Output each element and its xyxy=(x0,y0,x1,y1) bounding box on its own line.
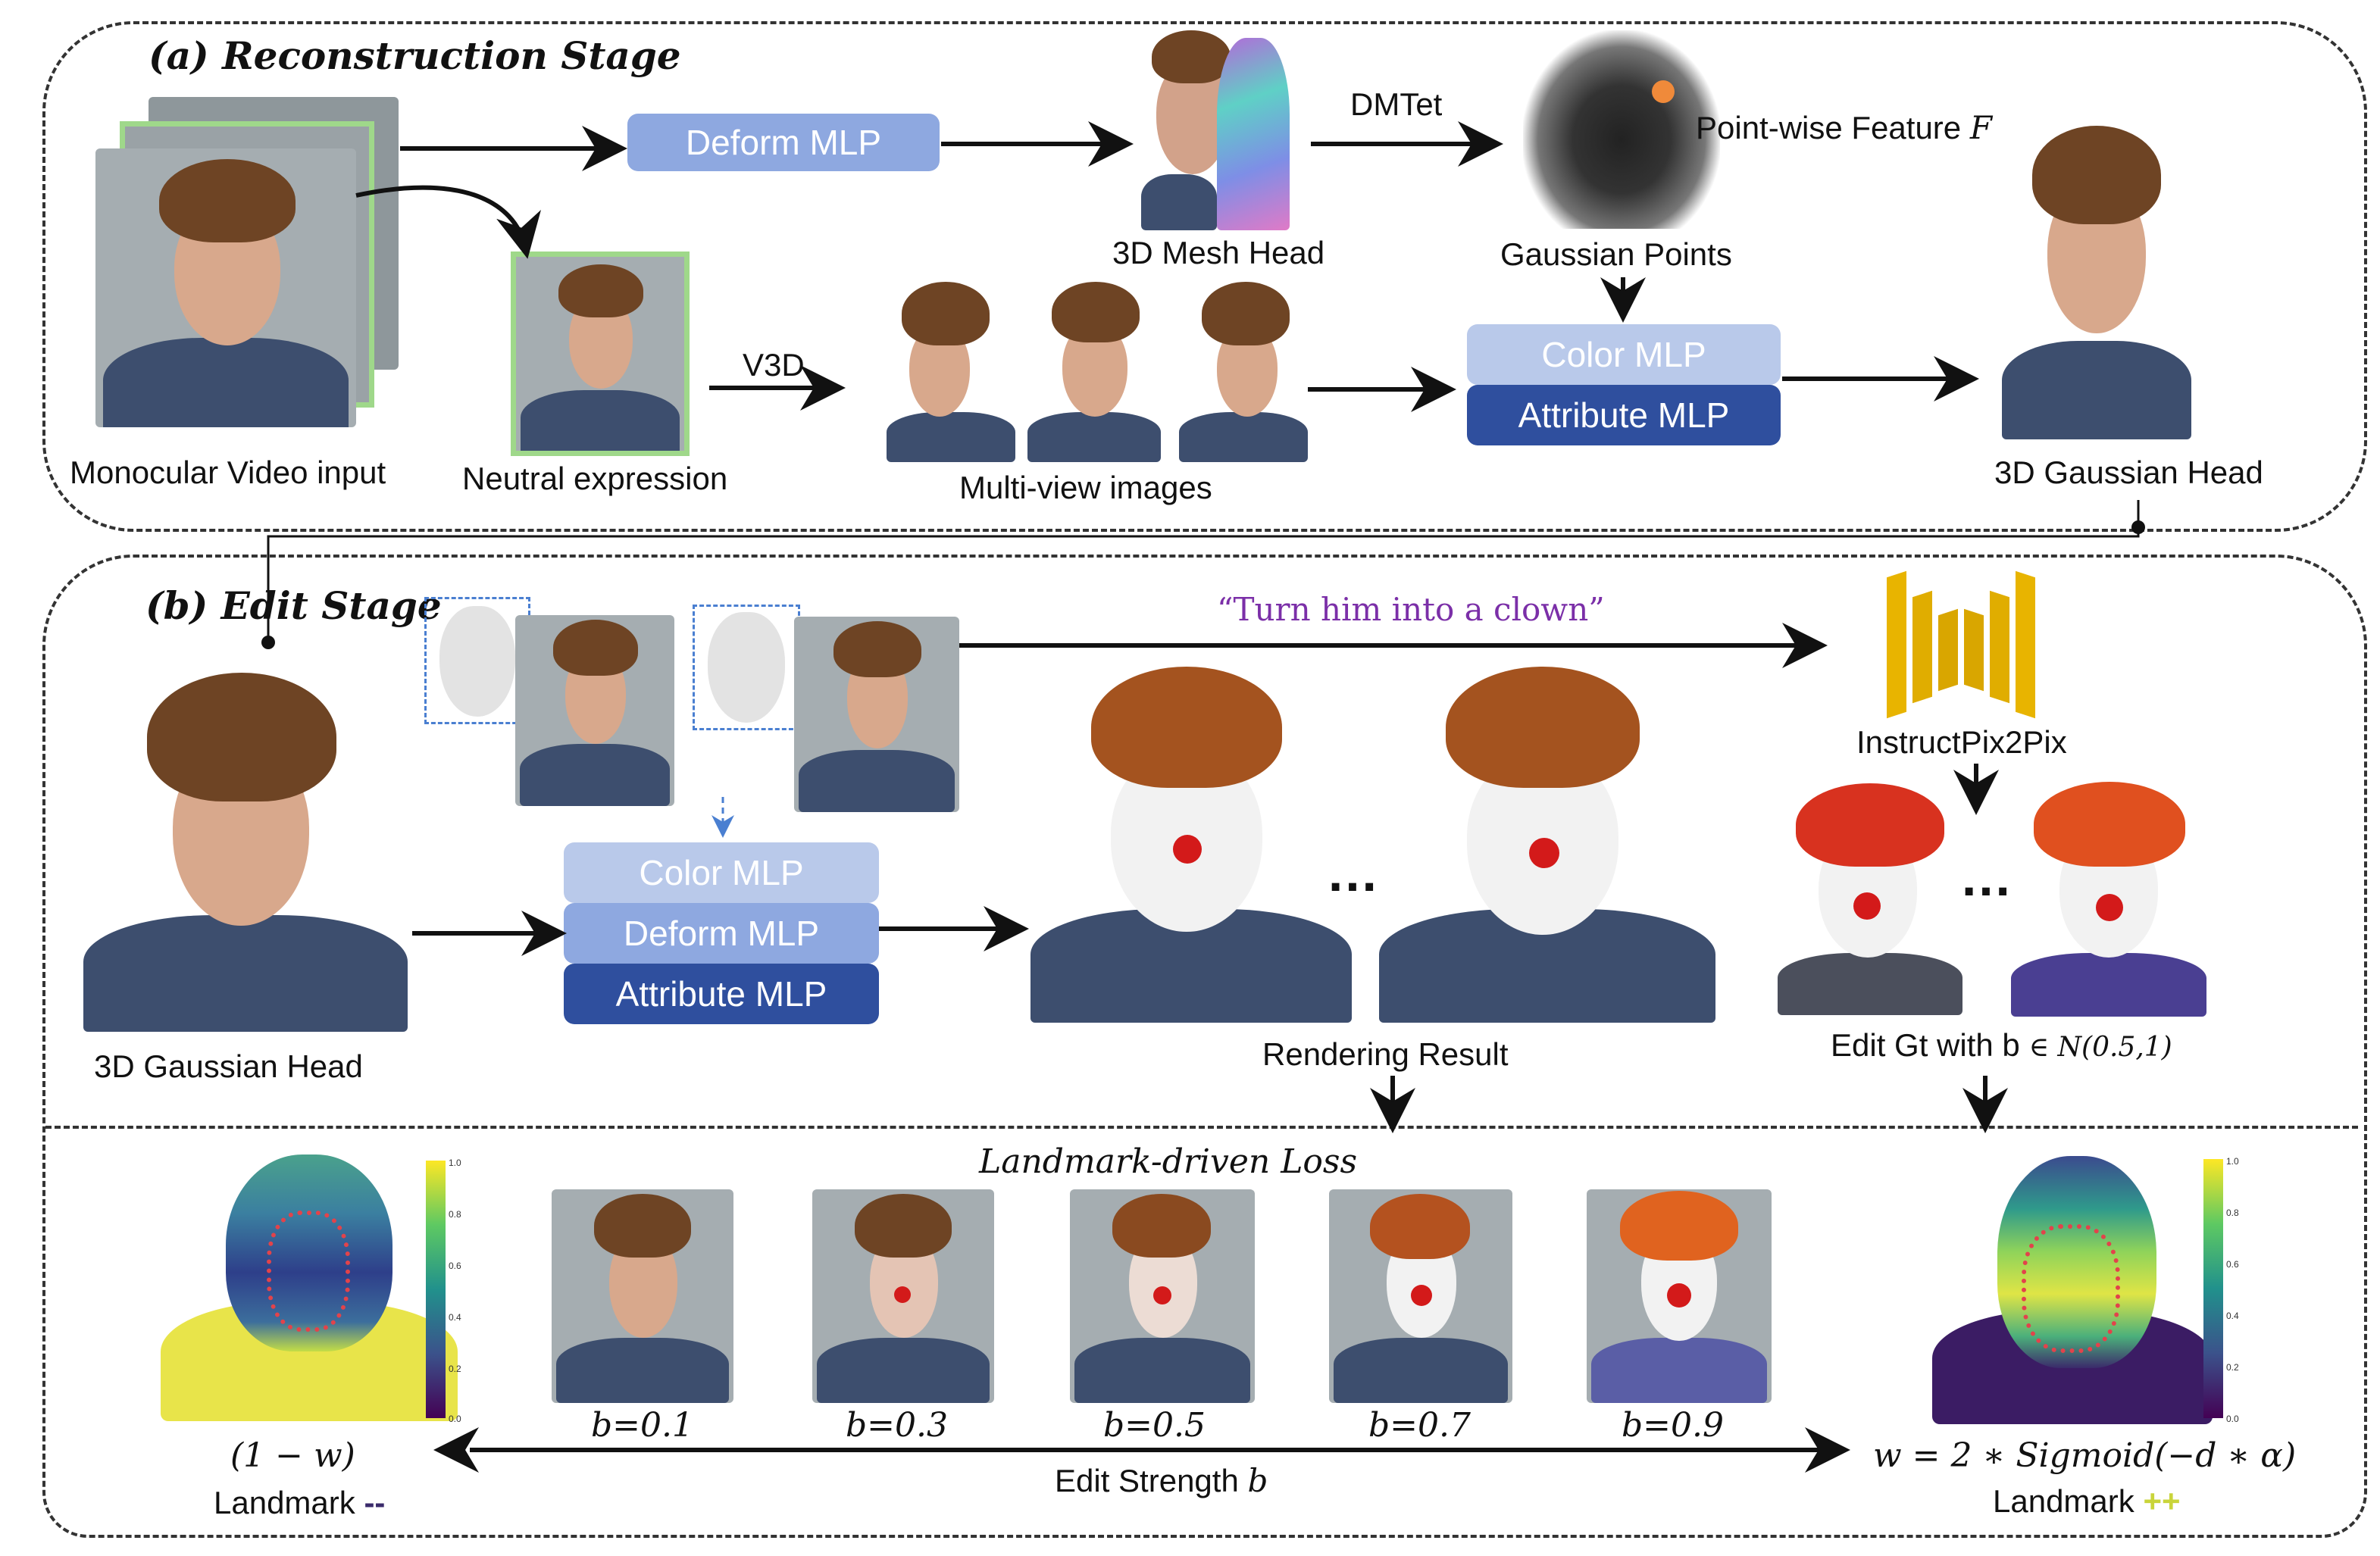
pointwise-feature-label: Point-wise Feature F xyxy=(1696,109,1992,146)
mesh-head-label: 3D Mesh Head xyxy=(1112,235,1325,270)
edit-gt-ellipsis: … xyxy=(1959,848,2013,907)
instructpix2pix-label: InstructPix2Pix xyxy=(1856,724,2067,760)
video-input-label: Monocular Video input xyxy=(70,455,386,490)
dmtet-label: DMTet xyxy=(1350,86,1443,122)
rendering-result-1 xyxy=(1027,659,1355,1023)
gaussian-points-label: Gaussian Points xyxy=(1500,236,1732,272)
left-formula: (1 − w) xyxy=(230,1436,355,1475)
strength-image-5 xyxy=(1587,1189,1772,1403)
recon-gaussian-head-label: 3D Gaussian Head xyxy=(1994,455,2263,490)
multiview-image-3 xyxy=(1171,273,1312,462)
edit-attribute-mlp: Attribute MLP xyxy=(564,964,879,1024)
recon-gaussian-head-image xyxy=(1997,121,2196,439)
strength-image-3 xyxy=(1070,1189,1255,1403)
v3d-label: V3D xyxy=(743,347,805,383)
expression-mask-1 xyxy=(439,606,515,717)
feature-symbol: F xyxy=(1969,109,1992,146)
driving-frame-2 xyxy=(794,617,959,812)
right-weight-heatmap xyxy=(1932,1151,2213,1424)
edit-stage-title: (b) Edit Stage xyxy=(145,583,442,628)
connector-recon-to-edit xyxy=(267,500,2140,642)
arrow-video-to-neutral xyxy=(355,185,541,259)
strength-image-2 xyxy=(812,1189,994,1403)
multiview-image-1 xyxy=(879,273,1020,462)
neutral-image xyxy=(516,257,684,451)
strength-image-1 xyxy=(552,1189,733,1403)
connector-end-dot xyxy=(261,636,275,649)
edit-gt-label: Edit Gt with b ∈ N(0.5,1) xyxy=(1831,1027,2172,1063)
driving-frame-1 xyxy=(515,615,674,806)
expression-mask-2 xyxy=(708,612,785,723)
rendering-result-2 xyxy=(1376,659,1719,1023)
loss-title: Landmark-driven Loss xyxy=(979,1142,1358,1181)
edit-gaussian-head-image xyxy=(79,665,412,1032)
landmark-minus-sign: -- xyxy=(364,1485,386,1520)
edit-gt-image-2 xyxy=(2006,779,2211,1017)
connector-start-dot xyxy=(2131,520,2145,534)
edit-deform-mlp: Deform MLP xyxy=(564,903,879,964)
landmark-plus-sign: ++ xyxy=(2143,1483,2181,1519)
rendering-result-label: Rendering Result xyxy=(1262,1036,1509,1072)
recon-deform-mlp: Deform MLP xyxy=(627,114,940,171)
feature-point-marker xyxy=(1652,80,1675,103)
rendering-ellipsis: … xyxy=(1326,843,1379,902)
reconstruction-panel xyxy=(42,21,2367,532)
multiview-label: Multi-view images xyxy=(959,470,1212,505)
edit-prompt: “Turn him into a clown” xyxy=(1217,591,1605,628)
right-landmark-label: Landmark ++ xyxy=(1993,1483,2181,1519)
edit-gaussian-head-label: 3D Gaussian Head xyxy=(94,1048,363,1084)
neutral-label: Neutral expression xyxy=(462,461,728,496)
right-formula: w = 2 ∗ Sigmoid(−d ∗ α) xyxy=(1873,1436,2297,1475)
edit-panel xyxy=(42,555,2367,1538)
multiview-image-2 xyxy=(1020,273,1168,462)
edit-color-mlp: Color MLP xyxy=(564,842,879,903)
left-weight-heatmap xyxy=(161,1150,458,1421)
reconstruction-stage-title: (a) Reconstruction Stage xyxy=(149,33,681,78)
strength-image-4 xyxy=(1329,1189,1512,1403)
video-frame-front xyxy=(95,148,356,427)
left-landmark-label: Landmark -- xyxy=(214,1485,386,1520)
recon-attribute-mlp: Attribute MLP xyxy=(1467,385,1781,445)
recon-color-mlp: Color MLP xyxy=(1467,324,1781,385)
edit-loss-divider xyxy=(45,1126,2358,1129)
edit-gt-image-1 xyxy=(1773,779,1967,1015)
edit-gt-distribution: ∈ N(0.5,1) xyxy=(2028,1032,2172,1063)
mesh-head-image xyxy=(1141,30,1293,230)
gaussian-points-image xyxy=(1523,30,1720,229)
